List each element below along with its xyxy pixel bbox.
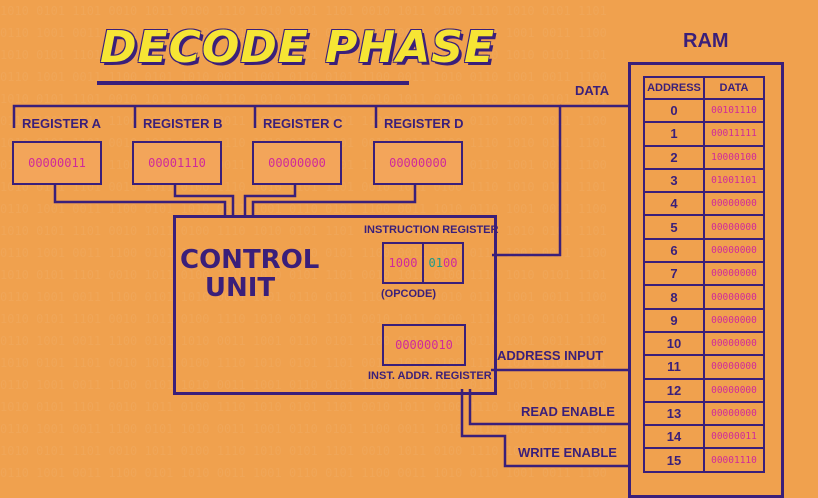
ram-title: RAM	[683, 30, 729, 52]
ram-data: 00101110	[703, 97, 765, 124]
ram-address: 9	[643, 307, 705, 333]
read-enable-label: READ ENABLE	[521, 404, 615, 419]
ram-address: 2	[643, 144, 705, 170]
register-b-box: 00001110	[132, 141, 222, 185]
ram-data: 00000000	[703, 400, 765, 427]
ram-address: 3	[643, 167, 705, 194]
instruction-register-label: INSTRUCTION REGISTER	[364, 224, 499, 236]
ram-data: 00000000	[703, 261, 765, 287]
ram-address: 0	[643, 97, 705, 124]
ram-data: 00000000	[703, 191, 765, 217]
title-underline	[97, 81, 409, 85]
ram-address: 4	[643, 191, 705, 217]
page-title: DECODE PHASE	[100, 22, 496, 73]
ram-data: 00000000	[703, 307, 765, 333]
ram-address: 13	[643, 400, 705, 427]
control-unit-label: CONTROL UNIT	[180, 245, 320, 303]
wire-write-enable	[460, 389, 628, 468]
wire-reg-d-cu	[251, 184, 417, 215]
ram-address: 8	[643, 284, 705, 310]
register-b-label: REGISTER B	[143, 116, 223, 131]
ram-address: 5	[643, 214, 705, 240]
inst-addr-value: 00000010	[395, 338, 453, 352]
register-c-label: REGISTER C	[263, 116, 343, 131]
register-d-box: 00000000	[373, 141, 463, 185]
inst-addr-register-box: 00000010	[382, 324, 466, 366]
register-a-box: 00000011	[12, 141, 102, 185]
register-a-value: 00000011	[28, 156, 86, 170]
control-unit-box	[173, 215, 497, 395]
bus-wires	[12, 104, 628, 468]
register-b-value: 00001110	[148, 156, 206, 170]
ram-data: 00001110	[703, 447, 765, 473]
opcode-label: (OPCODE)	[381, 288, 436, 300]
register-d-value: 00000000	[389, 156, 447, 170]
control-unit-label-line2: UNIT	[204, 273, 276, 303]
ram-address: 15	[643, 447, 705, 473]
ram-address: 12	[643, 377, 705, 403]
ram-data: 00000000	[703, 354, 765, 380]
control-unit-label-line1: CONTROL	[180, 245, 320, 275]
ram-address: 6	[643, 237, 705, 264]
register-c-value: 00000000	[268, 156, 326, 170]
ram-data: 00000000	[703, 377, 765, 403]
ram-col-address: ADDRESS	[643, 76, 705, 100]
ram-address: 7	[643, 261, 705, 287]
ram-col-data: DATA	[703, 76, 765, 100]
ram-data: 00000000	[703, 330, 765, 357]
wire-read-enable	[468, 389, 628, 426]
ir-opcode: 1000	[384, 244, 424, 282]
ram-data: 00000000	[703, 214, 765, 240]
ram-data: 01001101	[703, 167, 765, 194]
ram-data: 00000011	[703, 424, 765, 450]
register-a-label: REGISTER A	[22, 116, 101, 131]
address-input-label: ADDRESS INPUT	[497, 348, 604, 363]
ram-data: 00000000	[703, 284, 765, 310]
register-c-box: 00000000	[252, 141, 342, 185]
ram-address: 14	[643, 424, 705, 450]
data-bus-label: DATA	[575, 83, 610, 98]
ram-data: 00000000	[703, 237, 765, 264]
ram-data: 00011111	[703, 121, 765, 147]
wire-reg-b-cu	[173, 184, 235, 215]
write-enable-label: WRITE ENABLE	[518, 445, 617, 460]
inst-addr-register-label: INST. ADDR. REGISTER	[368, 370, 492, 382]
ram-address: 10	[643, 330, 705, 357]
ir-operand-highlight: 01	[428, 256, 443, 270]
ram-data: 10000100	[703, 144, 765, 170]
wire-reg-a-cu	[53, 184, 227, 215]
ram-address: 11	[643, 354, 705, 380]
ram-header-row: ADDRESS DATA	[643, 76, 765, 100]
register-d-label: REGISTER D	[384, 116, 464, 131]
wire-reg-c-cu	[243, 184, 297, 215]
ir-operand-rest: 00	[443, 256, 458, 270]
ram-address: 1	[643, 121, 705, 147]
